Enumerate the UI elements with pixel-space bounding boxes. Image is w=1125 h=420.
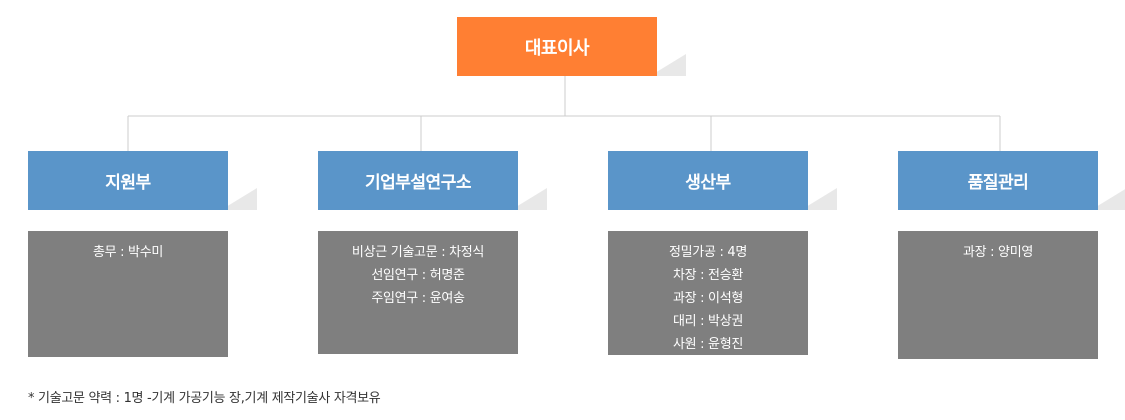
- ceo-label: 대표이사: [524, 37, 590, 59]
- dept-node-quality: 품질관리: [898, 151, 1098, 210]
- dept-label: 기업부설연구소: [365, 173, 471, 193]
- footnote: * 기술고문 약력 : 1명 -기계 가공기능 장,기계 제작기술사 자격보유: [28, 391, 381, 406]
- member-line: 과장 : 이석형: [672, 291, 744, 306]
- member-line: 사원 : 윤형진: [672, 337, 744, 352]
- dept-members-quality: 과장 : 양미영: [898, 231, 1098, 359]
- dept-label: 품질관리: [967, 173, 1029, 193]
- member-line: 선임연구 : 허명준: [371, 268, 465, 283]
- member-line: 차장 : 전승환: [672, 268, 744, 283]
- member-line: 주임연구 : 윤여송: [371, 291, 465, 306]
- dept-label: 생산부: [685, 173, 731, 193]
- member-line: 과장 : 양미영: [962, 245, 1034, 260]
- dept-node-research: 기업부설연구소: [318, 151, 518, 210]
- dept-members-support: 총무 : 박수미: [28, 231, 228, 357]
- member-line: 정밀가공 : 4명: [668, 245, 748, 260]
- dept-node-production: 생산부: [608, 151, 808, 210]
- member-line: 대리 : 박상권: [672, 314, 744, 329]
- dept-members-production: 정밀가공 : 4명 차장 : 전승환 과장 : 이석형 대리 : 박상권 사원 …: [608, 231, 808, 355]
- dept-members-research: 비상근 기술고문 : 차정식 선임연구 : 허명준 주임연구 : 윤여송: [318, 231, 518, 354]
- dept-node-support: 지원부: [28, 151, 228, 210]
- member-line: 총무 : 박수미: [92, 245, 164, 260]
- ceo-node: 대표이사: [457, 17, 657, 76]
- member-line: 비상근 기술고문 : 차정식: [351, 245, 485, 260]
- dept-label: 지원부: [105, 173, 151, 193]
